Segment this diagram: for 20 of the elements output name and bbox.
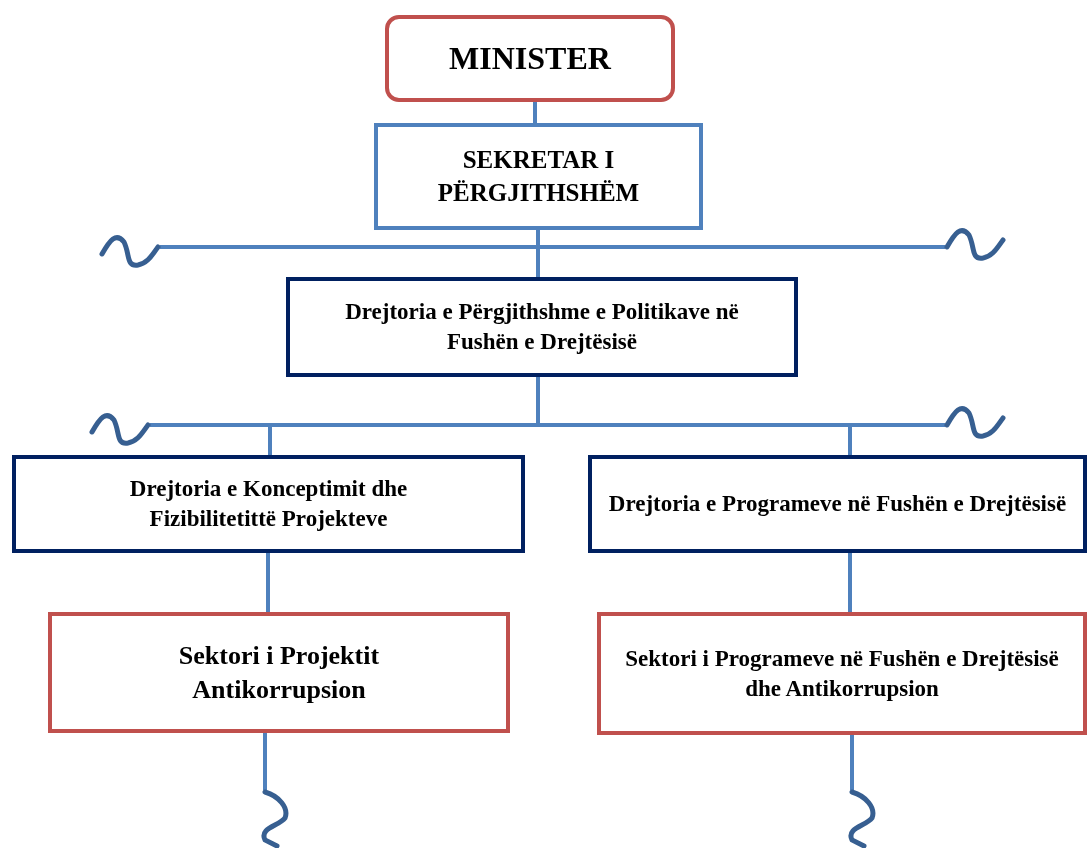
unit-name: Drejtoria e Programeve në Fushën e Drejtësisë bbox=[608, 490, 1067, 519]
unit-name: Drejtoria e Përgjithshme e Politikave në Fushën e Drejtësisë bbox=[344, 298, 740, 356]
unit-name: SEKRETAR I PËRGJITHSHËM bbox=[436, 145, 641, 208]
org-box bbox=[374, 123, 703, 230]
connector-line bbox=[848, 553, 852, 612]
connector-line bbox=[536, 230, 540, 277]
connector-line bbox=[533, 102, 537, 123]
org-box bbox=[286, 277, 798, 377]
connector-line bbox=[263, 733, 267, 790]
connector-line bbox=[266, 553, 270, 612]
org-box bbox=[385, 15, 675, 102]
org-box bbox=[12, 455, 525, 553]
unit-name: Sektori i Projektit Antikorrupsion bbox=[177, 639, 381, 706]
unit-name: MINISTER bbox=[449, 38, 611, 78]
unit-name: Sektori i Programeve në Fushën e Drejtësisë dhe Antikorrupsion bbox=[624, 644, 1060, 703]
org-box bbox=[588, 455, 1087, 553]
unit-name: Drejtoria e Konceptimit dhe Fizibilitetittë Projekteve bbox=[128, 475, 409, 533]
connector-line bbox=[850, 735, 854, 790]
org-box bbox=[597, 612, 1087, 735]
org-box bbox=[48, 612, 510, 733]
